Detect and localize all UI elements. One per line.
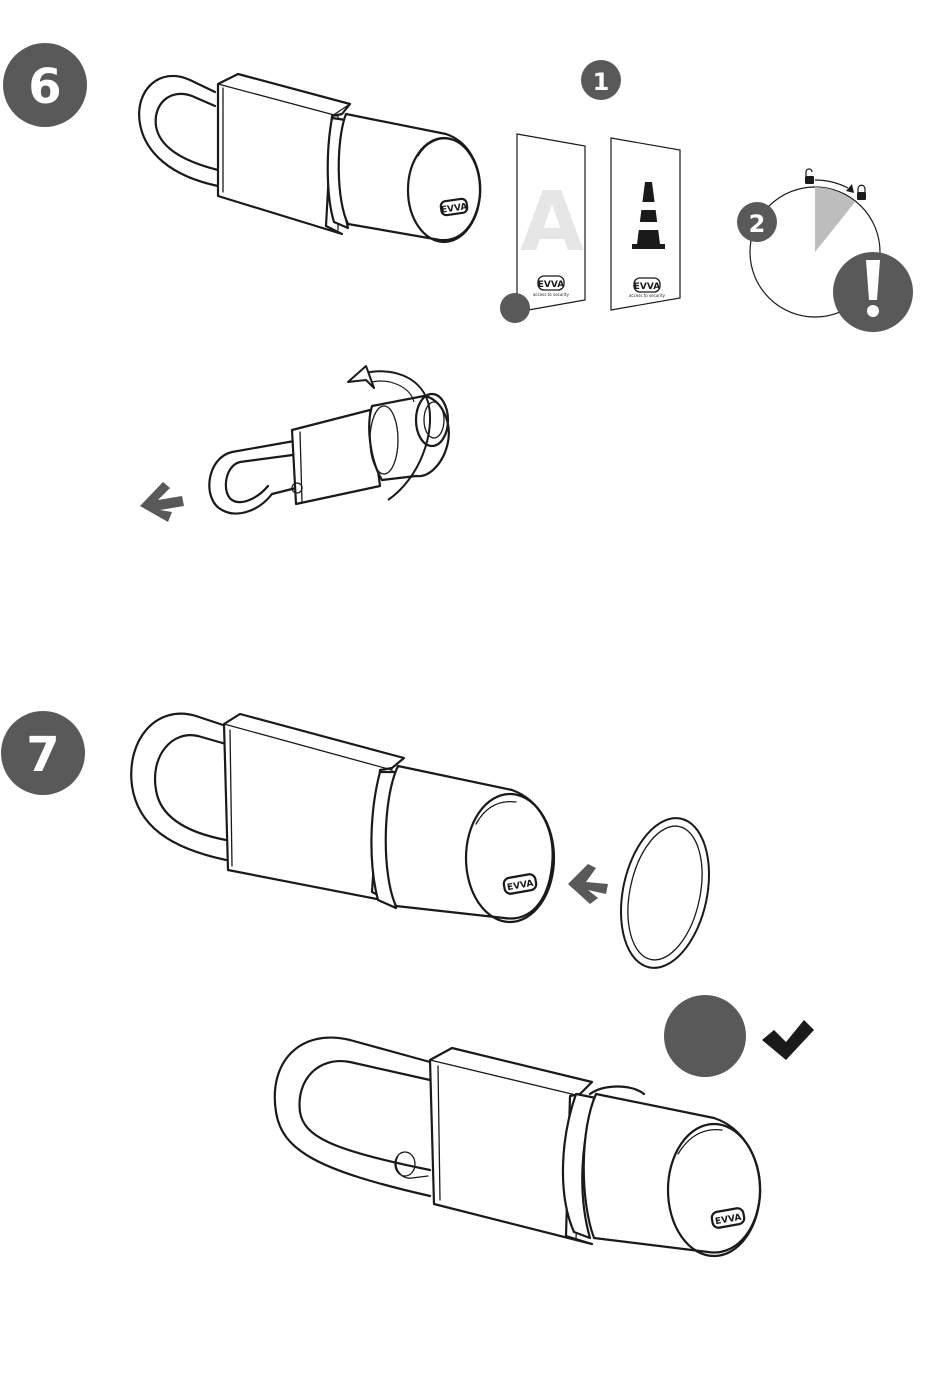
padlock-open-icon [805,169,814,184]
warning-badge [833,252,913,332]
sub-step-1-badge: 1 [581,60,621,100]
svg-text:1: 1 [593,68,610,96]
card-a-marker-dot [500,293,530,323]
card-a-brand: EVVA [538,280,564,290]
card-a-tagline: access to security [533,292,570,297]
padlock-step6-top: EVVA [139,74,480,242]
arrow-left-icon [568,864,608,904]
step-6-badge: 6 [3,43,87,127]
card-cone-tagline: access to security [629,293,666,298]
card-cone: EVVA access to security [611,138,680,310]
checkmark-icon [762,1020,814,1060]
done-marker-dot [664,995,746,1077]
padlock-step7-top: EVVA [131,714,554,922]
step-6-number: 6 [28,59,61,115]
sub-step-2-badge: 2 [737,202,777,242]
card-cone-brand: EVVA [634,282,660,292]
o-ring [608,810,722,976]
arrow-left-icon [140,482,184,522]
card-a-letter: A [520,175,584,270]
timer-arrow-icon [846,184,854,193]
card-a: A EVVA access to security [517,134,585,312]
padlock-step6-rotating [209,366,448,513]
step-7-number: 7 [26,727,59,783]
padlock-closed-icon [857,185,866,200]
svg-text:2: 2 [749,210,766,238]
step-7-badge: 7 [1,711,85,795]
